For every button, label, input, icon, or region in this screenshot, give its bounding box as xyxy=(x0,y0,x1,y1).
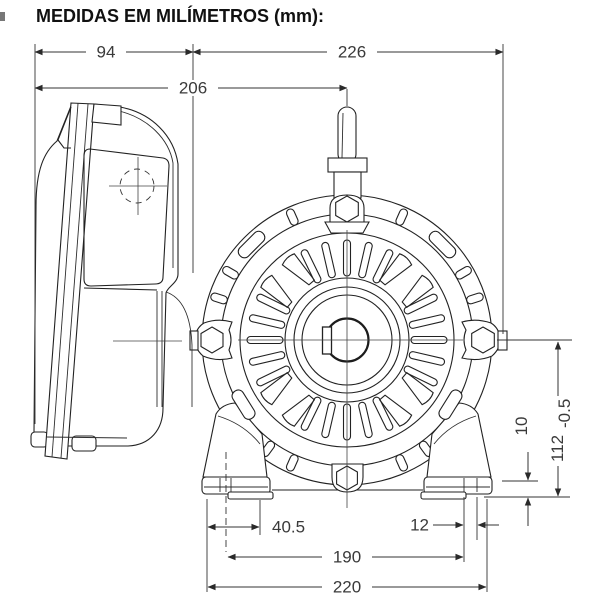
tie-bolt-boss xyxy=(438,389,463,420)
centerlines xyxy=(113,230,463,508)
dim-label-94: 94 xyxy=(97,43,116,62)
terminal-box xyxy=(30,102,193,460)
radial-fin-slot xyxy=(256,293,291,315)
radial-fin-slot xyxy=(300,249,322,284)
scan-artifact xyxy=(0,12,5,21)
radial-fin-slot xyxy=(408,314,446,329)
right-foot-fillet xyxy=(433,415,477,445)
radial-fin-slot xyxy=(300,396,322,431)
fin-wedge xyxy=(401,371,434,406)
terminal-box-inner-contour xyxy=(118,110,174,268)
left-foot-gusset xyxy=(202,402,268,478)
rim-fin-tab xyxy=(395,208,409,226)
left-foot-step xyxy=(227,491,274,500)
lugs-and-bolts xyxy=(189,106,508,493)
radial-fin-slot xyxy=(321,401,336,439)
dim-label-112: 112 xyxy=(548,435,567,462)
shaft-keyway xyxy=(321,326,333,355)
dim-label-10: 10 xyxy=(512,417,531,436)
radial-fin-slot xyxy=(321,241,336,279)
box-top-cap xyxy=(91,103,122,126)
tie-bolt-boss xyxy=(231,389,256,420)
box-bottom-tab xyxy=(71,435,97,452)
dim-label-220: 220 xyxy=(333,578,361,597)
dim-label-206: 206 xyxy=(179,79,207,98)
box-neck xyxy=(165,291,193,346)
rim-fin-tab xyxy=(455,265,472,280)
fin-wedge xyxy=(260,371,293,406)
rim-fin-tab xyxy=(285,208,299,226)
dim-label-40_5: 40.5 xyxy=(272,518,305,537)
radial-fin-slot xyxy=(358,401,373,439)
left-hex-bolt xyxy=(200,326,224,354)
rim-fin-tab xyxy=(395,454,409,472)
eyebolt-pin xyxy=(337,106,357,164)
eyebolt-base xyxy=(333,171,362,199)
left-lug-plate xyxy=(189,330,199,351)
fin-wedge xyxy=(378,253,413,286)
rim-fin-tab xyxy=(466,292,484,305)
right-foot-step xyxy=(420,491,467,500)
rim-fin-tab xyxy=(222,265,239,280)
top-lug-plate xyxy=(324,221,370,234)
box-top-corner xyxy=(57,106,72,149)
rim-fin-tab xyxy=(210,292,228,305)
center-mark xyxy=(109,157,167,215)
cover-face xyxy=(83,148,170,287)
dim-label-112-tolerance: -0.5 xyxy=(555,399,574,428)
left-foot-fillet xyxy=(217,415,261,445)
dim-label-190: 190 xyxy=(333,548,361,567)
cover-strip xyxy=(44,102,95,460)
right-hex-bolt xyxy=(471,326,495,354)
radial-fin-slot xyxy=(248,314,286,329)
fin-wedge xyxy=(281,394,316,427)
radial-fin-slot xyxy=(372,249,394,284)
right-lug-plate xyxy=(497,330,508,351)
dim-label-226: 226 xyxy=(338,43,366,62)
mounting-feet xyxy=(201,402,493,500)
radial-fin-slot xyxy=(403,293,438,315)
dimension-annotations: 94 226 206 40.5 12 190 220 10 112 -0.5 xyxy=(34,43,574,597)
tie-bolt-bosses xyxy=(231,230,463,420)
radial-fin-slot xyxy=(256,365,291,387)
dim-label-12: 12 xyxy=(410,516,429,535)
radial-fin-slot xyxy=(372,396,394,431)
tie-bolt-boss xyxy=(428,230,457,259)
radial-fin-slot xyxy=(403,365,438,387)
tie-bolt-boss xyxy=(237,230,266,259)
eyebolt-flange xyxy=(327,157,368,173)
drawing-title: MEDIDAS EM MILÍMETROS (mm): xyxy=(36,6,324,26)
radial-fin-slot xyxy=(358,241,373,279)
rim-fin-tab xyxy=(285,454,299,472)
right-foot-gusset xyxy=(426,402,492,478)
fin-wedge xyxy=(378,394,413,427)
fin-wedge xyxy=(401,274,434,309)
fin-wedge xyxy=(260,274,293,309)
fin-wedge xyxy=(281,253,316,286)
radial-fin-slot xyxy=(248,351,286,366)
radial-fin-slot xyxy=(408,351,446,366)
